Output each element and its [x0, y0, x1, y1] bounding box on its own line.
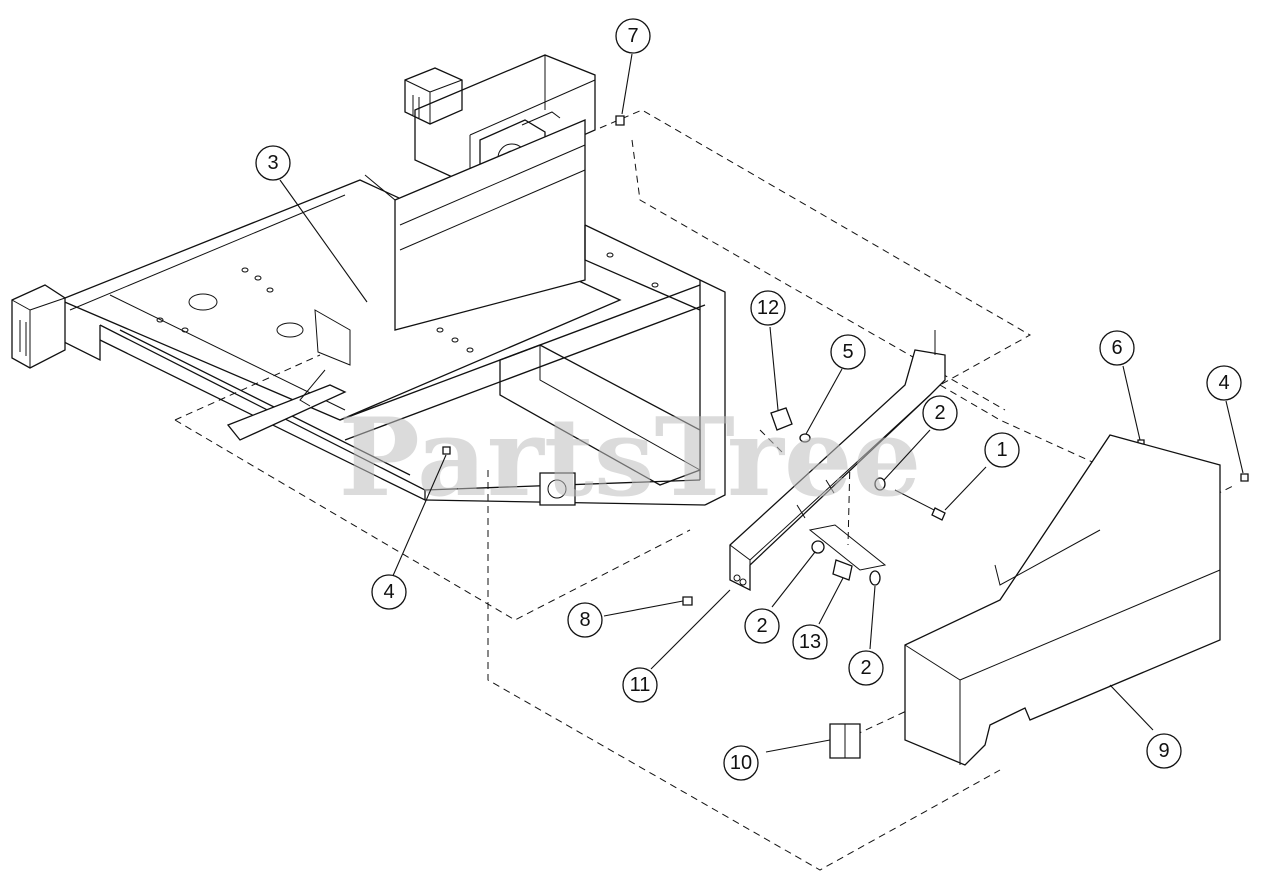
- callout-7: 7: [615, 18, 651, 54]
- callout-label: 8: [579, 609, 590, 631]
- callout-circle: [830, 334, 866, 370]
- callout-9: 9: [1146, 733, 1182, 769]
- callout-label: 11: [630, 674, 651, 696]
- watermark: PartsTree: [339, 395, 922, 521]
- callout-circle: [984, 432, 1020, 468]
- callout-label: 2: [860, 657, 871, 679]
- callout-circle: [744, 608, 780, 644]
- callout-circle: [1206, 365, 1242, 401]
- callout-circle: [1099, 330, 1135, 366]
- side-cover: [904, 434, 1221, 766]
- callout-1: 1: [984, 432, 1020, 468]
- callout-circle: [371, 574, 407, 610]
- callout-circle: [792, 624, 828, 660]
- callout-5: 5: [830, 334, 866, 370]
- callout-label: 12: [757, 297, 779, 319]
- hardware: [442, 115, 1249, 759]
- callout-10: 10: [723, 745, 759, 781]
- callout-label: 6: [1111, 337, 1122, 359]
- callout-circle: [622, 667, 658, 703]
- callout-circle: [615, 18, 651, 54]
- callout-label: 9: [1158, 740, 1169, 762]
- callout-label: 4: [383, 581, 394, 603]
- callout-13: 13: [792, 624, 828, 660]
- callout-label: 4: [1218, 372, 1229, 394]
- callout-circle: [255, 145, 291, 181]
- callout-4a: 4: [1206, 365, 1242, 401]
- bracket-arm: [729, 330, 946, 592]
- callout-label: 5: [842, 341, 853, 363]
- main-frame: [11, 54, 726, 506]
- callout-circle: [567, 602, 603, 638]
- callout-label: 1: [996, 439, 1007, 461]
- callout-circle: [922, 395, 958, 431]
- callout-circle: [848, 650, 884, 686]
- callout-label: 13: [799, 631, 821, 653]
- callout-label: 3: [267, 152, 278, 174]
- callout-2c: 2: [848, 650, 884, 686]
- callout-circle: [1146, 733, 1182, 769]
- callout-label: 10: [730, 752, 752, 774]
- callout-11: 11: [622, 667, 658, 703]
- callout-label: 2: [934, 402, 945, 424]
- callout-label: 7: [627, 25, 638, 47]
- callout-4b: 4: [371, 574, 407, 610]
- callout-2a: 2: [922, 395, 958, 431]
- callout-2b: 2: [744, 608, 780, 644]
- callout-12: 12: [750, 290, 786, 326]
- callout-3: 3: [255, 145, 291, 181]
- callout-circle: [750, 290, 786, 326]
- callout-leaders: [279, 53, 1244, 753]
- callout-8: 8: [567, 602, 603, 638]
- callout-circle: [723, 745, 759, 781]
- callout-label: 2: [756, 615, 767, 637]
- callout-6: 6: [1099, 330, 1135, 366]
